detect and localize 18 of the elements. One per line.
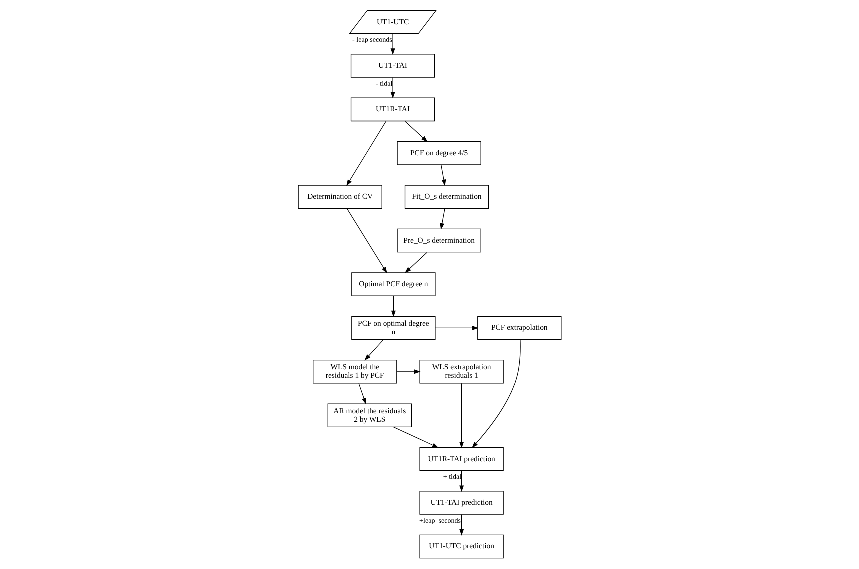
arrow <box>390 296 396 318</box>
arrow <box>440 208 445 230</box>
arrow <box>390 77 395 99</box>
arrow <box>358 383 366 405</box>
arrow <box>346 208 387 274</box>
arrow <box>472 340 520 448</box>
arrow <box>459 514 464 536</box>
arrow <box>390 34 395 56</box>
arrow <box>396 370 420 374</box>
arrow <box>393 426 438 448</box>
arrow <box>404 121 428 142</box>
arrow <box>459 383 464 449</box>
arrow <box>459 470 464 492</box>
arrow <box>404 252 428 274</box>
arrow <box>364 340 384 361</box>
arrow <box>440 164 446 186</box>
arrow <box>346 121 386 186</box>
arrow <box>434 326 478 330</box>
